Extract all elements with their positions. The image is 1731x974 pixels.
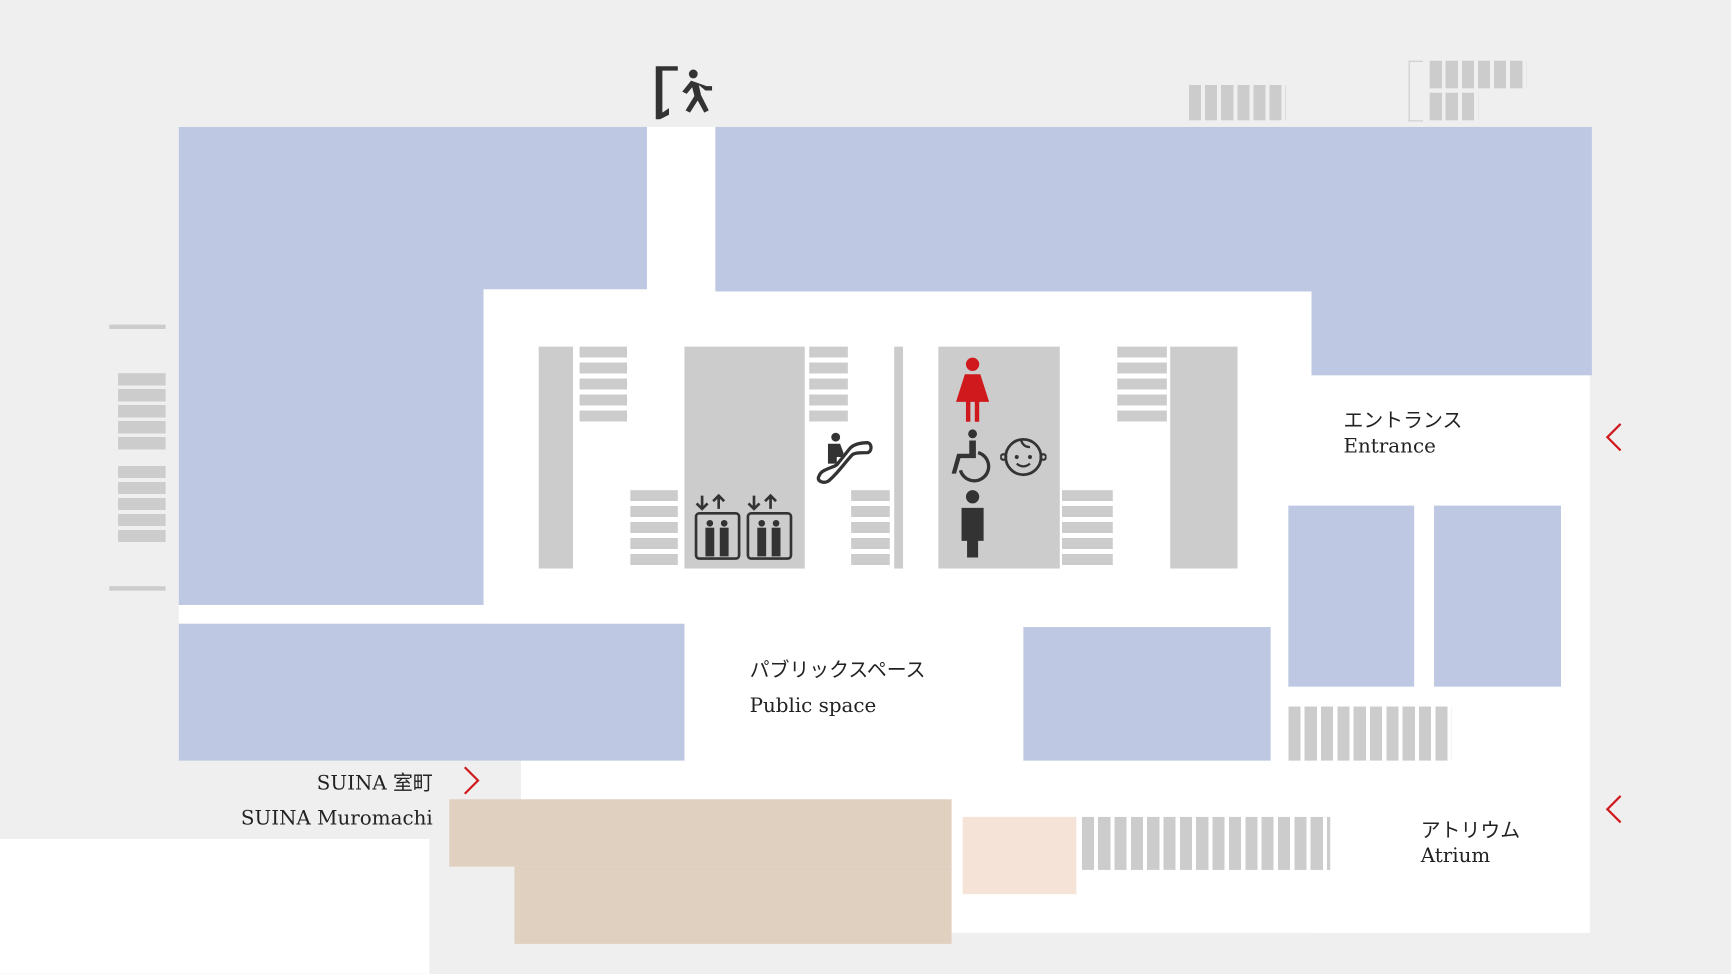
chevron-right-icon[interactable] (461, 765, 481, 796)
stairs (1117, 346, 1167, 426)
entrance-label-en: Entrance (1343, 434, 1436, 459)
mens-restroom-icon[interactable] (959, 489, 985, 558)
shop-block[interactable] (1288, 505, 1415, 687)
public-space-label-en: Public space (749, 694, 877, 718)
wall-block (538, 346, 573, 569)
corridor-west (178, 604, 687, 624)
stairs (118, 465, 166, 545)
stairs (1429, 60, 1527, 89)
accessible-restroom-icon[interactable] (949, 428, 993, 483)
shop-block[interactable] (1311, 291, 1592, 376)
stairs (1188, 85, 1287, 121)
escalator-icon[interactable] (815, 432, 875, 485)
shop-block[interactable] (715, 126, 1592, 292)
stairs (579, 346, 628, 426)
stairs (851, 490, 890, 569)
outside-area (0, 839, 430, 974)
atrium-facility (962, 816, 1077, 895)
public-space-label-ja: パブリックスペース (749, 659, 926, 683)
exit-icon (654, 64, 714, 120)
baby-care-icon[interactable] (1000, 437, 1047, 477)
suina-building (514, 866, 952, 944)
chevron-left-icon[interactable] (1604, 794, 1624, 825)
shop-block[interactable] (178, 126, 484, 605)
stairs (809, 346, 848, 426)
divider (109, 586, 166, 591)
shop-block[interactable] (483, 126, 647, 290)
corridor-north (646, 126, 716, 293)
stairs (1061, 490, 1113, 569)
chevron-left-icon[interactable] (1604, 422, 1624, 453)
womens-restroom-icon[interactable] (956, 357, 990, 423)
atrium-label-ja: アトリウム (1420, 819, 1521, 843)
bracket (1408, 60, 1423, 122)
shop-block[interactable] (178, 623, 685, 761)
stairs (1288, 706, 1452, 761)
stairs (118, 373, 166, 452)
suina-label-ja[interactable]: SUINA 室町 (316, 771, 433, 795)
entrance-label-ja: エントランス (1343, 409, 1463, 433)
shop-block[interactable] (1434, 505, 1561, 687)
stairs (1081, 816, 1331, 870)
shop-block[interactable] (1023, 627, 1271, 761)
divider (109, 324, 166, 329)
elevator-hall (684, 346, 805, 569)
stairs (630, 490, 678, 569)
suina-building (449, 799, 952, 867)
atrium-label-en: Atrium (1420, 844, 1491, 868)
suina-label-en[interactable]: SUINA Muromachi (240, 806, 433, 831)
elevator-icon[interactable] (694, 493, 793, 561)
wall-block (1170, 346, 1238, 569)
wall-block (894, 346, 904, 569)
stairs (1429, 92, 1479, 121)
